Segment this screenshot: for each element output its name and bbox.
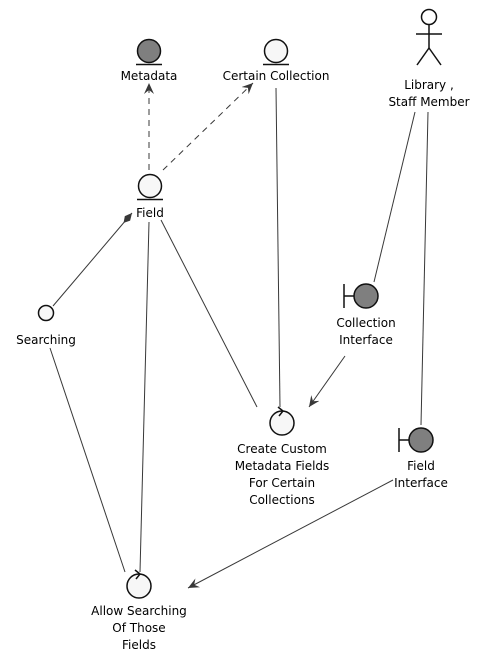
label-line: Allow Searching (91, 604, 187, 618)
certain-collection-label: Certain Collection (223, 69, 330, 83)
node-certain-collection: Certain Collection (223, 38, 330, 83)
edge-field-to-create-custom (160, 219, 258, 408)
node-searching: Searching (16, 304, 76, 347)
node-field: Field (136, 173, 164, 220)
edge-searching-to-field (52, 212, 133, 307)
edge-searching-to-allow-searching (49, 347, 126, 573)
label-line: Library , (404, 78, 454, 92)
searching-circle-icon (37, 304, 55, 322)
label-line: Interface (339, 333, 393, 347)
metadata-label: Metadata (121, 69, 178, 83)
library-staff-label: Library , Staff Member (388, 78, 469, 109)
collection-interface-boundary-icon (343, 283, 379, 309)
label-line: Staff Member (388, 95, 469, 109)
label-line: Field (136, 206, 164, 220)
label-line: Collection (336, 316, 395, 330)
label-line: Interface (394, 476, 448, 490)
label-line: For Certain (249, 476, 315, 490)
label-line: Of Those (112, 621, 165, 635)
label-line: Metadata Fields (235, 459, 330, 473)
label-line: Searching (16, 333, 76, 347)
create-custom-control-icon (269, 406, 295, 436)
label-line: Create Custom (237, 442, 327, 456)
edge-library-staff-to-collection-interface (373, 111, 416, 283)
edge-field-to-allow-searching (139, 221, 150, 573)
edge-field-to-certain-collection (162, 82, 254, 171)
node-library-staff: Library , Staff Member (388, 8, 470, 109)
label-line: Certain Collection (223, 69, 330, 83)
edges (49, 82, 429, 589)
edge-field-interface-to-allow-searching (187, 479, 394, 589)
allow-searching-control-icon (126, 569, 152, 599)
edge-certain-collection-to-create-custom (275, 87, 281, 408)
edge-library-staff-to-field-interface (420, 111, 429, 426)
edge-collection-interface-to-create-custom (308, 355, 346, 408)
label-line: Collections (249, 493, 315, 507)
node-metadata: Metadata (121, 38, 178, 83)
field-interface-boundary-icon (398, 427, 434, 453)
certain-collection-entity-icon (263, 38, 289, 64)
label-line: Field (407, 459, 435, 473)
searching-label: Searching (16, 333, 76, 347)
label-line: Metadata (121, 69, 178, 83)
actor-icon (416, 8, 442, 66)
metadata-entity-icon (136, 38, 162, 64)
field-entity-icon (137, 173, 163, 199)
label-line: Fields (122, 638, 156, 652)
field-label: Field (136, 206, 164, 220)
